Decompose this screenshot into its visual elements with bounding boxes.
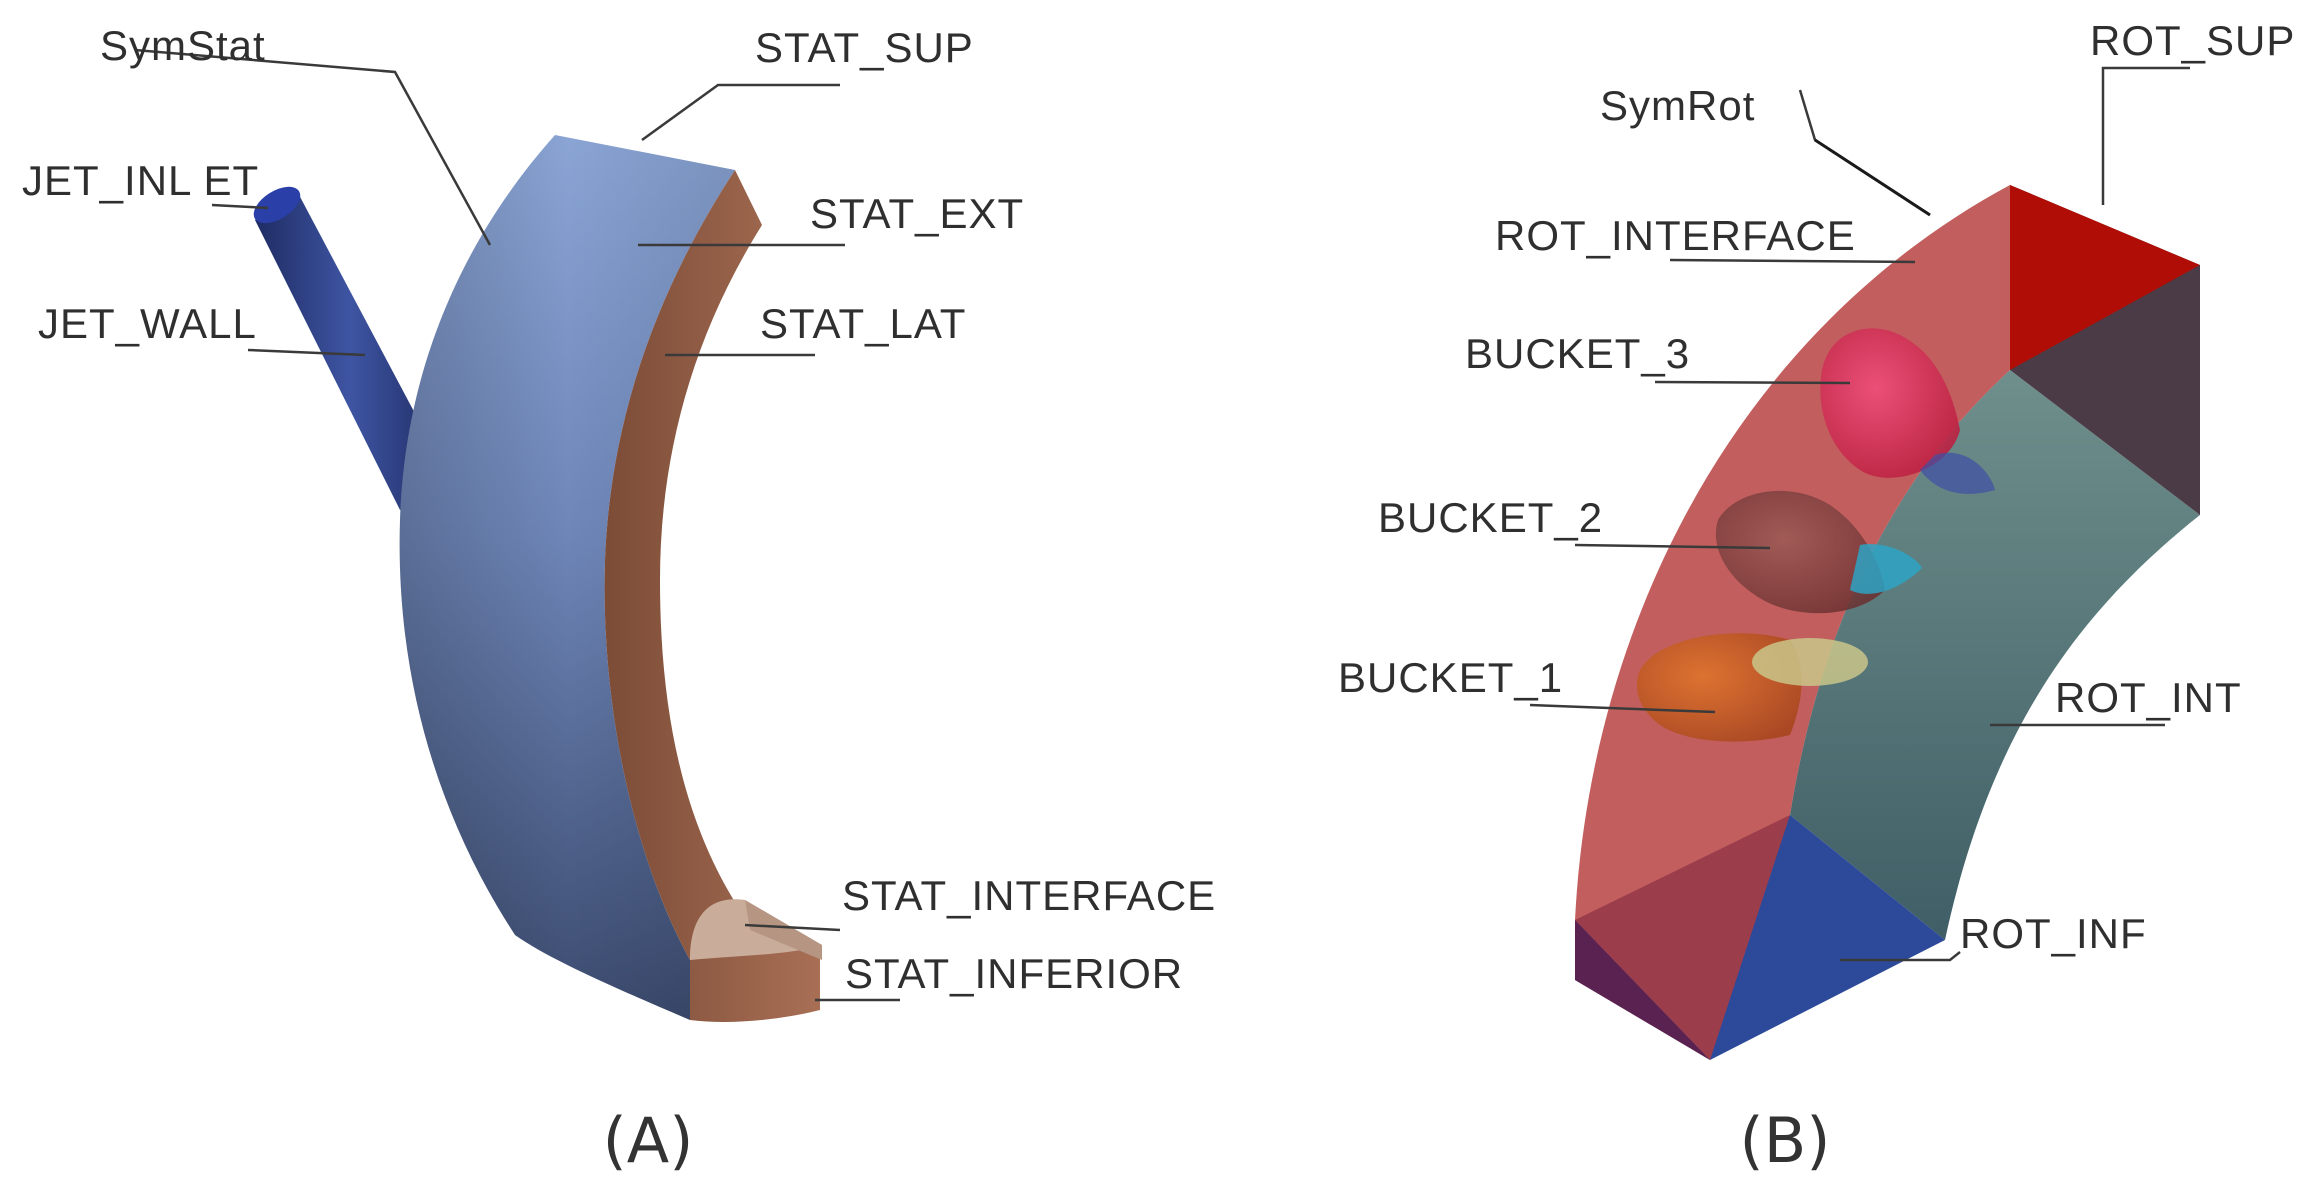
caption-b: (B) — [1740, 1104, 1831, 1177]
caption-a: (A) — [603, 1104, 694, 1177]
label-stat-ext: STAT_EXT — [810, 190, 1024, 237]
label-bucket-3: BUCKET_3 — [1465, 330, 1690, 377]
label-stat-interface: STAT_INTERFACE — [842, 872, 1216, 919]
panel-b: ROT_SUP SymRot ROT_INTERFACE BUCKET_3 BU… — [1338, 17, 2295, 1177]
panel-a: SymStat STAT_SUP JET_INL ET STAT_EXT JET… — [22, 22, 1216, 1177]
label-symrot: SymRot — [1600, 82, 1755, 129]
label-rot-inf: ROT_INF — [1960, 910, 2147, 957]
label-rot-interface: ROT_INTERFACE — [1495, 212, 1856, 259]
label-rot-sup: ROT_SUP — [2090, 17, 2295, 64]
label-stat-inferior: STAT_INFERIOR — [845, 950, 1183, 997]
stator-lateral-face — [604, 170, 820, 1022]
label-jet-wall: JET_WALL — [38, 300, 257, 347]
bucket-1 — [1636, 633, 1868, 742]
label-stat-sup: STAT_SUP — [755, 24, 974, 71]
label-bucket-1: BUCKET_1 — [1338, 654, 1563, 701]
jet-tube — [253, 186, 445, 510]
rotor-sup-face — [2010, 185, 2200, 370]
bucket-3 — [1820, 328, 1995, 494]
label-rot-int: ROT_INT — [2055, 674, 2242, 721]
label-bucket-2: BUCKET_2 — [1378, 494, 1603, 541]
rotor-interior-face — [1790, 370, 2200, 940]
label-stat-lat: STAT_LAT — [760, 300, 966, 347]
label-jet-inlet: JET_INL ET — [22, 157, 259, 204]
label-symstat: SymStat — [100, 22, 266, 69]
bucket-2 — [1715, 490, 1922, 614]
